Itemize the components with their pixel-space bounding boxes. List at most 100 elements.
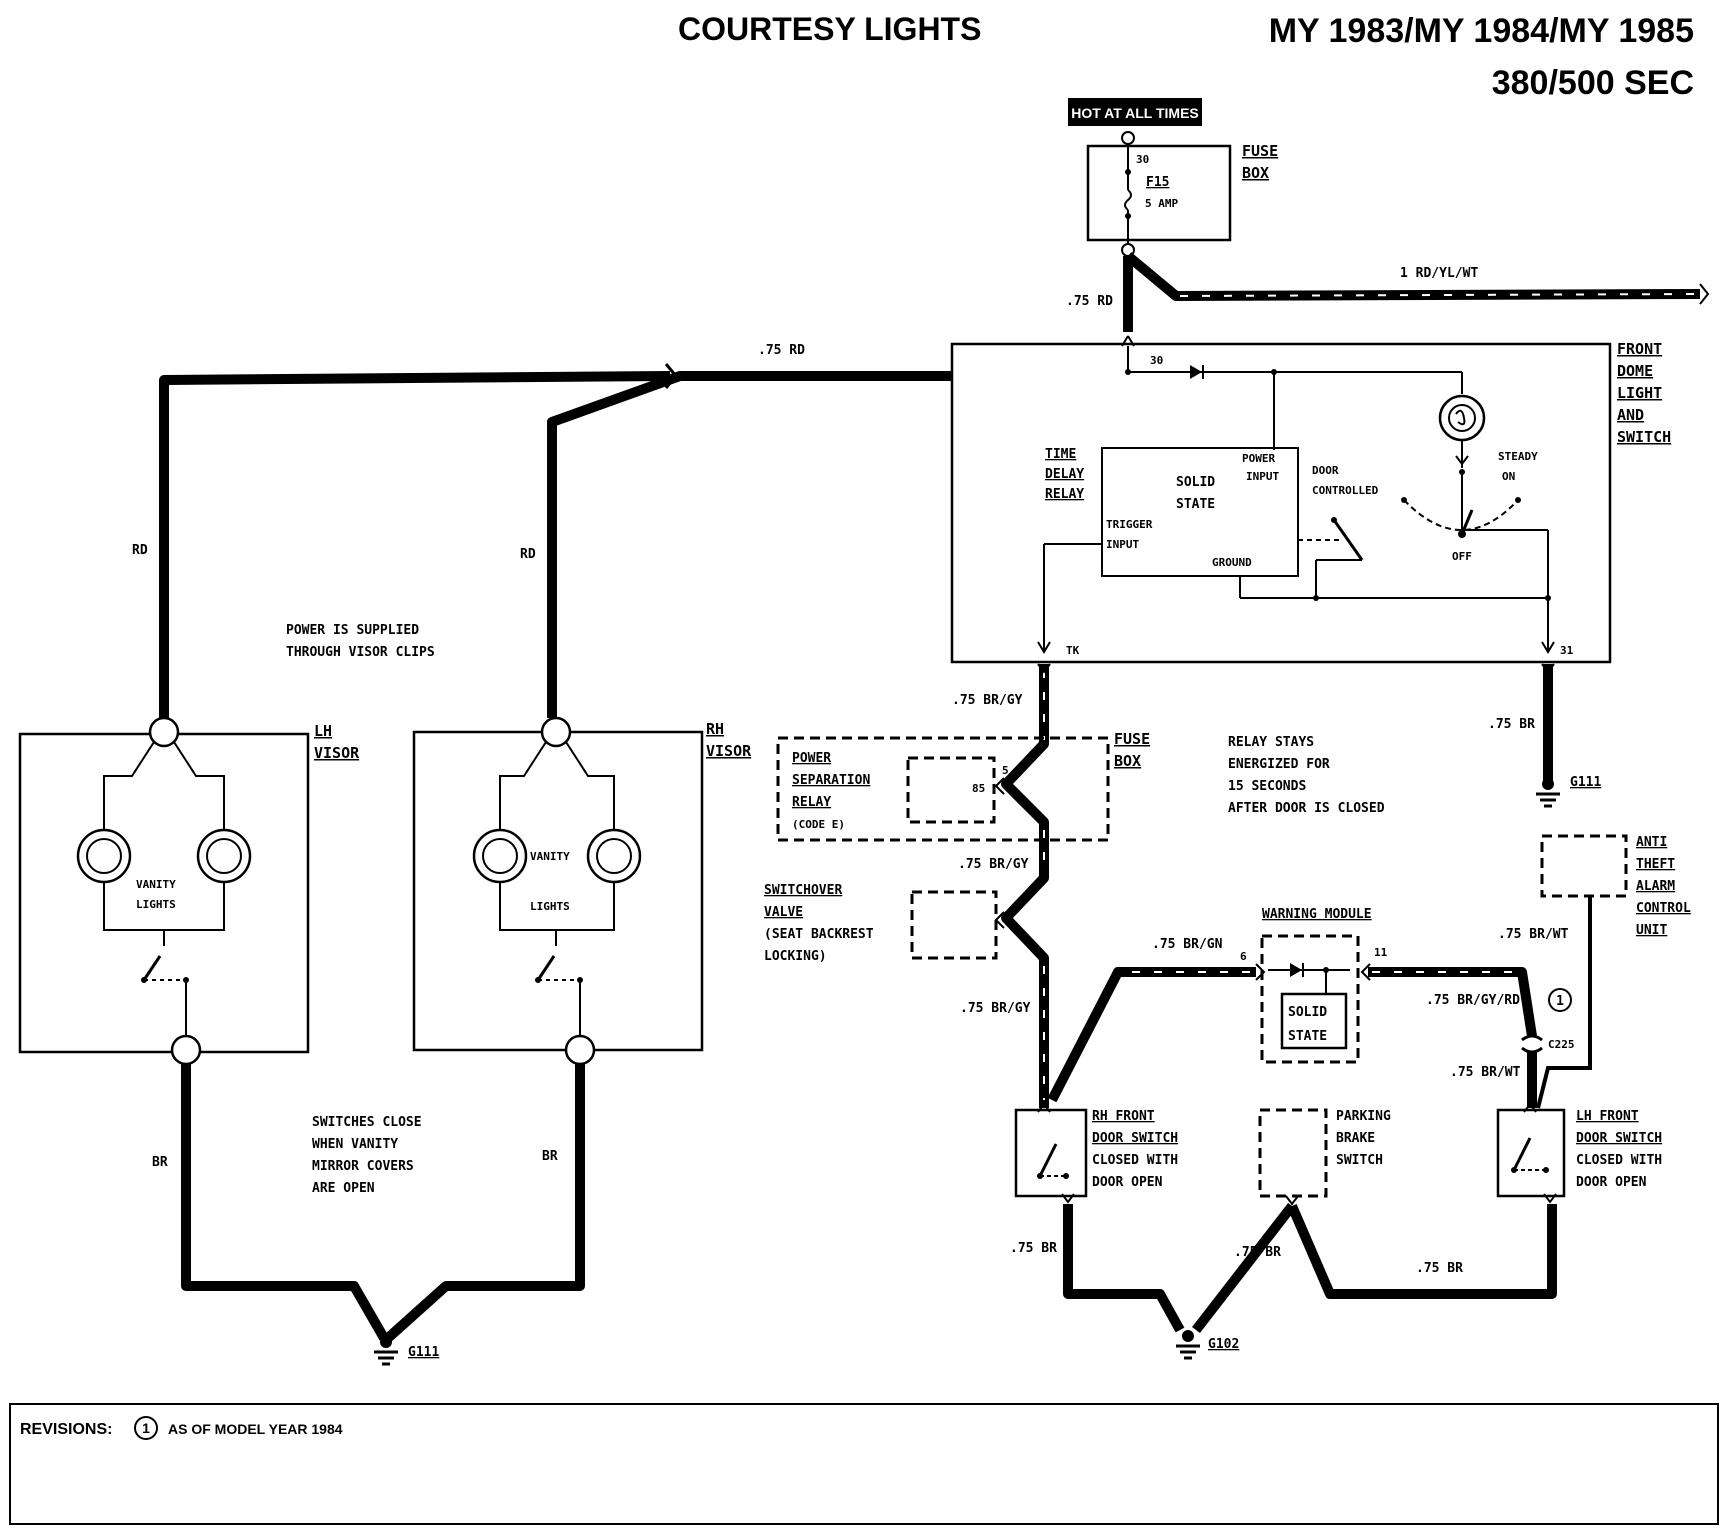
steady-on-label-1: STEADY <box>1498 450 1538 463</box>
switchover-label-4: LOCKING) <box>764 949 827 964</box>
wire-br-wt <box>1536 896 1592 1109</box>
switchover-label-2: VALVE <box>764 905 803 920</box>
anti-theft-label-5: UNIT <box>1636 923 1667 938</box>
dome-label-2: DOME <box>1617 362 1653 380</box>
wm-pin-6: 6 <box>1240 950 1247 963</box>
wm-pin-11: 11 <box>1374 946 1388 959</box>
ground-g111-dome-label: G111 <box>1570 775 1601 790</box>
wire-br-lh-door <box>1287 1204 1557 1299</box>
lh-vanity-label-2: LIGHTS <box>136 898 176 911</box>
fuse-box-2-outline <box>776 736 1110 842</box>
trigger-input-label-1: TRIGGER <box>1106 518 1153 531</box>
rh-front-door-switch[interactable]: RH FRONT DOOR SWITCH CLOSED WITH DOOR OP… <box>1014 1102 1178 1204</box>
trigger-input-label-2: INPUT <box>1106 538 1139 551</box>
dome-switch-arc[interactable] <box>1403 499 1519 531</box>
rh-mirror-switch[interactable] <box>536 955 556 981</box>
time-delay-relay-box <box>1101 447 1299 577</box>
lh-visor-outline <box>18 732 310 1054</box>
rh-vanity-bulb-right-icon <box>586 828 642 884</box>
wire-br-rh-visor <box>384 1064 585 1342</box>
diode-icon <box>1190 365 1202 379</box>
switchover-valve-box <box>910 890 998 960</box>
wire-rd-lh-visor <box>159 371 671 718</box>
fuse-name: F15 <box>1146 175 1169 190</box>
anti-theft-label-4: CONTROL <box>1636 901 1691 916</box>
parking-brake-switch: PARKING BRAKE SWITCH <box>1258 1108 1391 1206</box>
relay-label-2: DELAY <box>1045 467 1084 482</box>
visor-note-2: THROUGH VISOR CLIPS <box>286 645 435 660</box>
switchover-label-1: SWITCHOVER <box>764 883 842 898</box>
relay-note-3: 15 SECONDS <box>1228 779 1306 794</box>
wire-label-br-wt-1: .75 BR/WT <box>1498 927 1569 942</box>
rh-visor-outline <box>412 730 704 1052</box>
wire-label-br-gn: .75 BR/GN <box>1152 937 1223 952</box>
rh-visor: RH VISOR VANITY LIGHTS <box>412 716 752 1066</box>
rh-visor-label-2: VISOR <box>706 742 752 760</box>
fuse-box-label-1: FUSE <box>1242 142 1278 160</box>
dome-label-4: AND <box>1617 406 1644 424</box>
wire-label-br-2: .75 BR <box>1234 1245 1281 1260</box>
lh-door-label-3: CLOSED WITH <box>1576 1153 1662 1168</box>
rh-vanity-bulb-left-icon <box>472 828 528 884</box>
fuse-rating: 5 AMP <box>1145 197 1178 210</box>
wire-label-brgy-2: .75 BR/GY <box>958 857 1029 872</box>
fuse-icon <box>1124 189 1132 211</box>
dome-label-1: FRONT <box>1617 340 1662 358</box>
wire-label-br-rh: BR <box>542 1149 558 1164</box>
warning-module: WARNING MODULE SOLID STATE 6 11 <box>1240 907 1388 1064</box>
power-input-label-1: POWER <box>1242 452 1275 465</box>
fuse-pin-30: 30 <box>1136 153 1149 166</box>
lh-visor-label-1: LH <box>314 722 332 740</box>
lh-front-door-switch[interactable]: LH FRONT DOOR SWITCH CLOSED WITH DOOR OP… <box>1496 1102 1662 1204</box>
door-controlled-label-1: DOOR <box>1312 464 1339 477</box>
psr-pin-5: 5 <box>1002 764 1009 777</box>
rh-visor-clip-bottom <box>564 1034 596 1066</box>
relay-label-3: RELAY <box>1045 487 1084 502</box>
dome-pin-31: 31 <box>1560 644 1574 657</box>
lh-vanity-bulb-left-icon <box>76 828 132 884</box>
dome-pin-30: 30 <box>1150 354 1163 367</box>
wire-br-parking-ground <box>1192 1202 1296 1334</box>
wire-label-rd-rh: RD <box>520 547 536 562</box>
anti-theft-label-3: ALARM <box>1636 879 1675 894</box>
dome-label-3: LIGHT <box>1617 384 1662 402</box>
dome-box-outline <box>950 342 1612 664</box>
wire-rd-rh-visor <box>547 371 952 718</box>
power-input-label-2: INPUT <box>1246 470 1279 483</box>
wire-br-gy <box>1001 664 1049 1108</box>
anti-theft-label-1: ANTI <box>1636 835 1667 850</box>
rh-visor-label-1: RH <box>706 720 724 738</box>
switchover-label-3: (SEAT BACKREST <box>764 927 874 942</box>
rh-vanity-label-2: LIGHTS <box>530 900 570 913</box>
ground-g111-visor-icon <box>374 1336 398 1366</box>
revisions-mark: 1 <box>142 1420 150 1436</box>
revision-mark-diagram: 1 <box>1556 994 1564 1009</box>
lh-door-label-4: DOOR OPEN <box>1576 1175 1647 1190</box>
lh-visor: LH VISOR VANITY LIGHTS <box>18 716 360 1066</box>
wire-label-br-lh: BR <box>152 1155 168 1170</box>
lh-visor-clip-top <box>148 716 180 748</box>
anti-theft-label-2: THEFT <box>1636 857 1675 872</box>
wire-label-br-gy-rd: .75 BR/GY/RD <box>1426 993 1520 1008</box>
wire-br-lh-visor <box>181 1064 389 1341</box>
ground-g111-dome-icon <box>1536 778 1560 808</box>
wm-solid-state-box <box>1280 992 1348 1050</box>
solid-state-label-1: SOLID <box>1176 475 1215 490</box>
power-separation-relay: POWER SEPARATION RELAY (CODE E) 85 5 FUS… <box>776 730 1150 842</box>
psr-label-3: RELAY <box>792 795 831 810</box>
warning-module-box <box>1260 934 1360 1064</box>
warning-module-label: WARNING MODULE <box>1262 907 1372 922</box>
lh-mirror-switch[interactable] <box>142 955 162 981</box>
wire-label-75-rd-1: .75 RD <box>1066 294 1113 309</box>
model-variants: 380/500 SEC <box>1492 64 1694 102</box>
c225-label: C225 <box>1548 1038 1575 1051</box>
revisions-box <box>9 1403 1719 1525</box>
fuse-box-2-label-2: BOX <box>1114 752 1141 770</box>
fuse-box-outline <box>1086 144 1232 242</box>
lh-visor-clip-bottom <box>170 1034 202 1066</box>
switch-note-3: MIRROR COVERS <box>312 1159 414 1174</box>
off-label: OFF <box>1452 550 1472 563</box>
fuse-box-label-2: BOX <box>1242 164 1269 182</box>
relay-note-4: AFTER DOOR IS CLOSED <box>1228 801 1385 816</box>
